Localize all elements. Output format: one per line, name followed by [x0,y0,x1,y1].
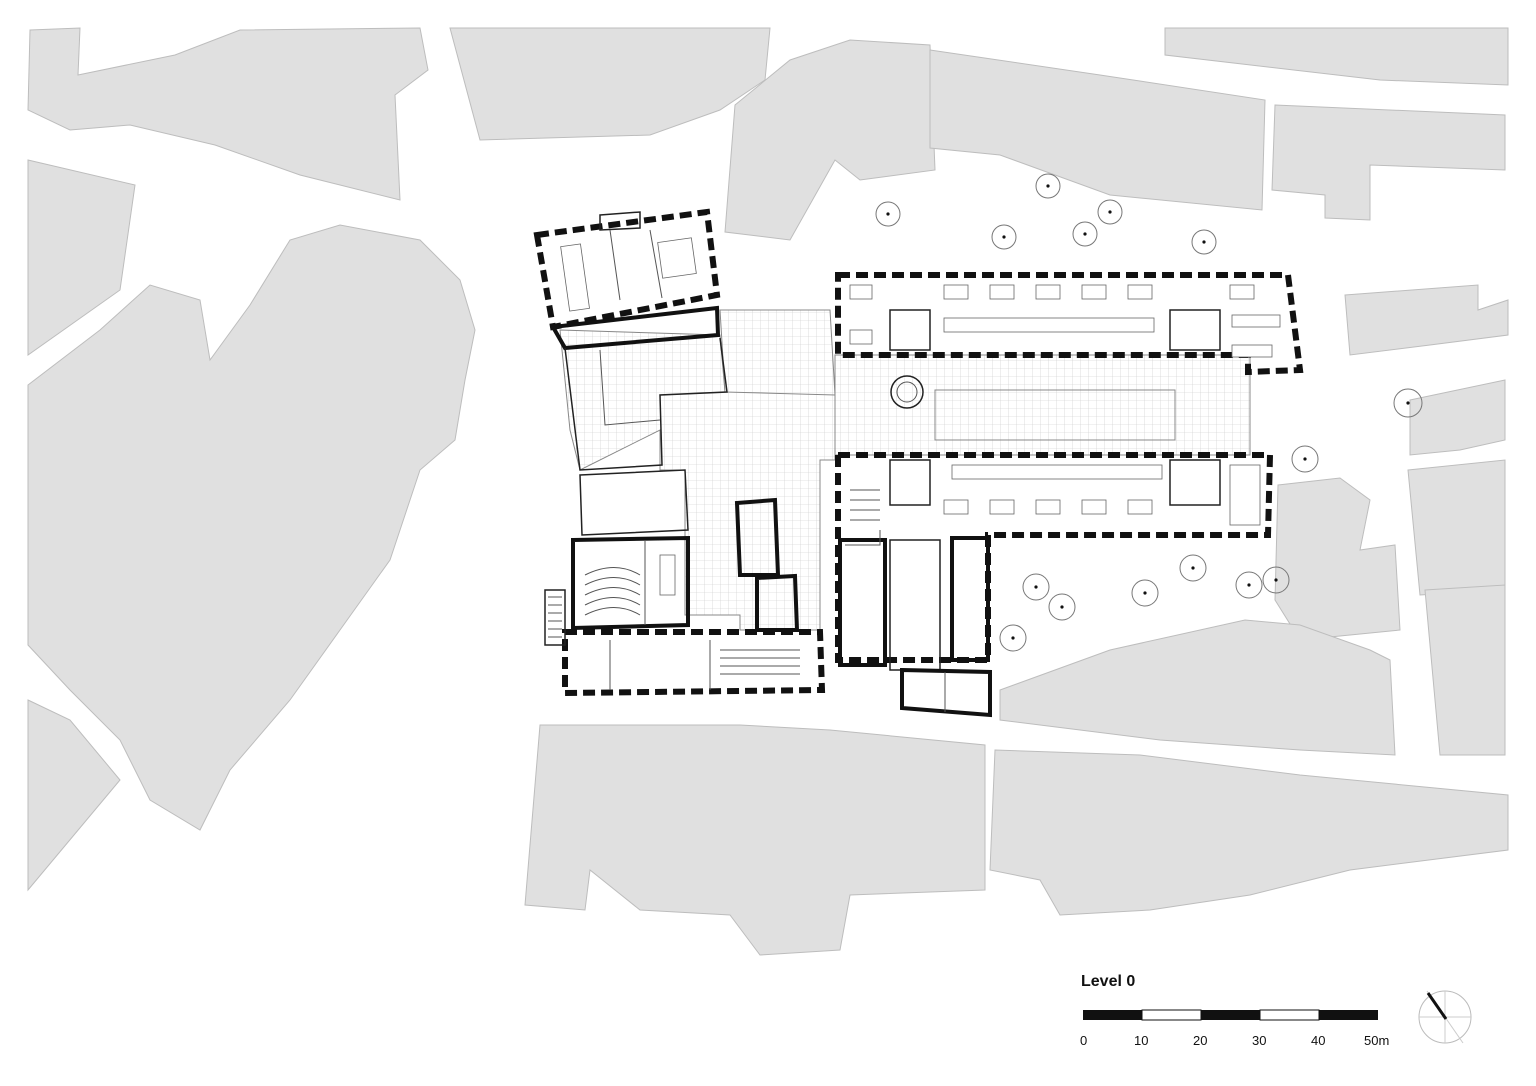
scale-bar-segment [1141,1009,1202,1021]
lecture-seats [720,649,800,675]
scale-tick-label: 40 [1311,1033,1326,1048]
ne-block-outline [835,272,1304,376]
scale-bar-segment [1319,1010,1378,1020]
context-building [27,224,476,831]
scale-tick-label: 50m [1364,1033,1390,1048]
tree-icon [1291,445,1319,473]
context-building [27,27,429,201]
scale-bar-segment [1083,1010,1142,1020]
tree-icon [991,224,1017,250]
tree-icon [1179,554,1207,582]
tree-icon [1262,566,1290,594]
context-building [27,159,136,356]
auditorium-outline [571,535,690,631]
context-building [1271,104,1506,221]
context-building [1164,27,1509,86]
context-building [1407,459,1506,596]
paved-courtyards [559,309,1251,631]
se-annex-outline [900,667,992,718]
scale-bar-segment [1201,1010,1260,1020]
tree-icon [1393,388,1423,418]
context-building [724,39,936,241]
west-wing-outline [549,305,721,351]
nw-block-outline [533,208,721,331]
ne-office-furniture [849,284,1281,358]
context-building [449,27,771,141]
tree-icon [1097,199,1123,225]
tree-icon [875,201,901,227]
tree-icon [1235,571,1263,599]
tree-icon [999,624,1027,652]
context-building [1409,379,1506,456]
fountain [890,375,924,409]
scale-tick-label: 20 [1193,1033,1208,1048]
tree-icon [1072,221,1098,247]
sw-block-outline [562,629,826,697]
entrance-steps [544,589,566,646]
pavilion-south [755,573,800,632]
tree-icon [1035,173,1061,199]
context-building [524,724,986,956]
context-building [27,699,121,892]
level-title: Level 0 [1081,973,1136,990]
tree-icon [1048,593,1076,621]
context-buildings [27,27,1509,956]
scale-tick-label: 30 [1252,1033,1267,1048]
north-arrow-icon [1418,990,1472,1044]
tree-icon [1191,229,1217,255]
scale-tick-label: 10 [1134,1033,1149,1048]
atrium-glass [934,389,1176,441]
tree-icon [1131,579,1159,607]
context-building [1344,284,1509,356]
se-office-furniture [943,464,1261,526]
context-building [989,749,1509,916]
scale-tick-label: 0 [1080,1033,1088,1048]
context-building [1274,477,1401,641]
context-building [999,619,1396,756]
context-building [1424,584,1506,756]
se-core-outline [838,538,887,667]
scale-bar [1083,1009,1378,1021]
building-walls [533,208,1304,718]
auditorium-seats [584,567,641,616]
tree-icon [1022,573,1050,601]
scale-bar-segment [1259,1009,1320,1021]
context-building [929,49,1266,211]
courtyard-north [719,309,836,396]
